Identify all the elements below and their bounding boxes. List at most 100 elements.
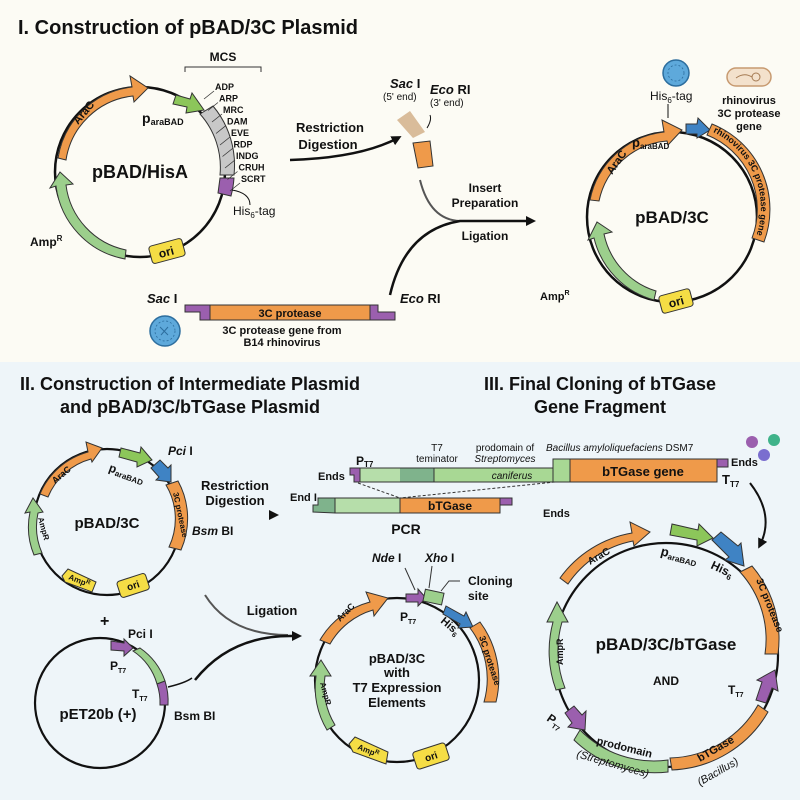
amp-resistance-arrow: [48, 171, 127, 260]
ends-right-label: Ends: [731, 457, 758, 469]
t7-terminator-label-line2: teminator: [416, 454, 458, 465]
pet-to-ligation-curve: [167, 677, 193, 688]
t7-terminator-segment: [400, 468, 434, 482]
bacterium-icon: [726, 67, 772, 87]
mcs-region: [199, 105, 235, 176]
plasmid-final: AraC 3C protease bTGase prodomain AmpR p…: [543, 521, 785, 789]
plasmid-name-line4: Elements: [368, 695, 426, 710]
rhinovirus-virion-icon: [662, 59, 690, 87]
bsm-enzyme-label: Bsm BI: [192, 524, 233, 538]
protease-block: [469, 621, 500, 703]
restriction-label-line1: Restriction: [296, 120, 364, 135]
mcs-site-tick: [229, 182, 241, 192]
green-insert-block: [131, 647, 166, 685]
pcr-dashed-guides: [357, 481, 556, 499]
pt7-label: PT7: [543, 711, 566, 733]
sac-enzyme-label: Sac I: [390, 76, 420, 91]
plasmid-name-line2: with: [383, 665, 410, 680]
his-tag-arrow: [442, 605, 474, 629]
prodomain-block: [573, 729, 669, 774]
right-sticky-end: [716, 458, 729, 468]
end-left-label: End I: [290, 492, 317, 504]
arac-gene-arrow: [319, 591, 389, 645]
merge-curve-top: [419, 179, 461, 222]
protease-block: [165, 480, 189, 551]
promoter-label: paraBAD: [632, 135, 670, 151]
his-tag-label: His6-tag: [650, 89, 692, 105]
insert-label-line1: Insert: [469, 181, 502, 195]
mcs-label: MCS: [210, 50, 237, 64]
btgase-construct: PT7 Ends bTGase gene Ends TT7 T7 teminat…: [318, 443, 758, 489]
ori-label: ori: [667, 293, 685, 310]
section-2-title-line1: II. Construction of Intermediate Plasmid: [20, 374, 360, 394]
ori-block: [148, 238, 186, 264]
paraBAD-promoter-arrow: [669, 522, 714, 547]
plasmid-intermediate: AraC 3C protease AmpR AmpR ori pBAD/3C w…: [309, 551, 513, 770]
xho-enzyme-label: Xho I: [424, 551, 454, 565]
amp-yellow-arrow: [61, 568, 97, 593]
sac-sticky-end: [184, 304, 211, 321]
plasmid-name-line1: pBAD/3C: [369, 651, 426, 666]
his-tag-label: His6-tag: [233, 204, 275, 220]
pcr-green-segment: [334, 497, 401, 514]
side-label-line2: 3C protease: [718, 108, 781, 120]
eco-enzyme-label: Eco RI: [430, 82, 470, 97]
mcs-site-label: ARP: [219, 94, 238, 104]
mcs-site-label: CRUH: [239, 163, 265, 173]
plasmid-name: pBAD/HisA: [92, 162, 188, 182]
restriction-label-line1: Restriction: [201, 478, 269, 493]
mcs-site-label: SCRT: [241, 174, 266, 184]
paraBAD-promoter-arrow: [118, 445, 153, 468]
mcs-site-tick: [227, 171, 238, 180]
ends-left-label: Ends: [318, 471, 345, 483]
mcs-site-tick: [222, 148, 233, 157]
mcs-bracket: [184, 66, 262, 72]
mcs-site-label: DAM: [227, 117, 248, 127]
section-3-title-line2: Gene Fragment: [534, 397, 666, 417]
restriction-label-line2: Digestion: [205, 493, 264, 508]
ligation-label: Ligation: [462, 229, 509, 243]
restriction-label-line2: Digestion: [298, 137, 357, 152]
pci-enzyme-label: Pci I: [128, 627, 153, 641]
section-2-title-line2: and pBAD/3C/bTGase Plasmid: [60, 397, 320, 417]
insert-sac-label: Sac I: [147, 291, 177, 306]
mcs-site-label: RDP: [234, 140, 253, 150]
ampr-label: AmpR: [540, 290, 570, 303]
plasmid-pet20b: Pci I PT7 TT7 Bsm BI pET20b (+): [33, 627, 215, 770]
ori-block: [116, 573, 150, 598]
plasmid-pbad-3c-section2: AraC 3C protease AmpR AmpR ori pBAD/3C p…: [24, 441, 233, 598]
mcs-site-label: MRC: [223, 105, 244, 115]
prodomain-species-label: caniferus: [492, 471, 533, 482]
pt7-label: PT7: [400, 610, 416, 626]
plasmid-backbone: [313, 596, 481, 764]
pt7-segment: [360, 468, 405, 482]
protease-insert: Sac I Eco RI 3C protease 3C protease gen…: [147, 291, 440, 349]
amp-green-arrow: [309, 659, 336, 731]
restriction-arrow: [289, 136, 402, 162]
amp-green-label: AmpR: [555, 638, 565, 665]
side-label-line1: rhinovirus: [722, 95, 776, 107]
his-tag-block: [217, 177, 235, 197]
protease-gene-label: 3C protease: [259, 308, 322, 320]
ligation-arrow: [194, 631, 302, 681]
pt7-promoter-arrow: [564, 705, 587, 731]
tt7-terminator-block: [156, 680, 169, 706]
ligation-arrow: [388, 216, 536, 296]
eco-sticky-end: [369, 304, 396, 321]
btgase-gene-label: bTGase gene: [602, 464, 684, 479]
pt7-label: PT7: [356, 454, 374, 469]
insert-caption-line1: 3C protease gene from: [222, 325, 341, 337]
orange-fragment: [412, 140, 434, 169]
his-tag-arrow: [150, 459, 172, 483]
his-tag-arrow: [685, 116, 711, 139]
prodomain-step: [552, 458, 571, 483]
cloning-site-leader: [440, 580, 460, 592]
eco-leader: [426, 114, 432, 129]
promoter-label: paraBAD: [142, 110, 184, 127]
mcs-site-label: INDG: [236, 151, 259, 161]
arac-gene-arrow: [559, 521, 651, 585]
amp-green-arrow: [546, 600, 569, 691]
nde-leader: [404, 567, 416, 591]
pt7-promoter-arrow: [110, 637, 134, 658]
